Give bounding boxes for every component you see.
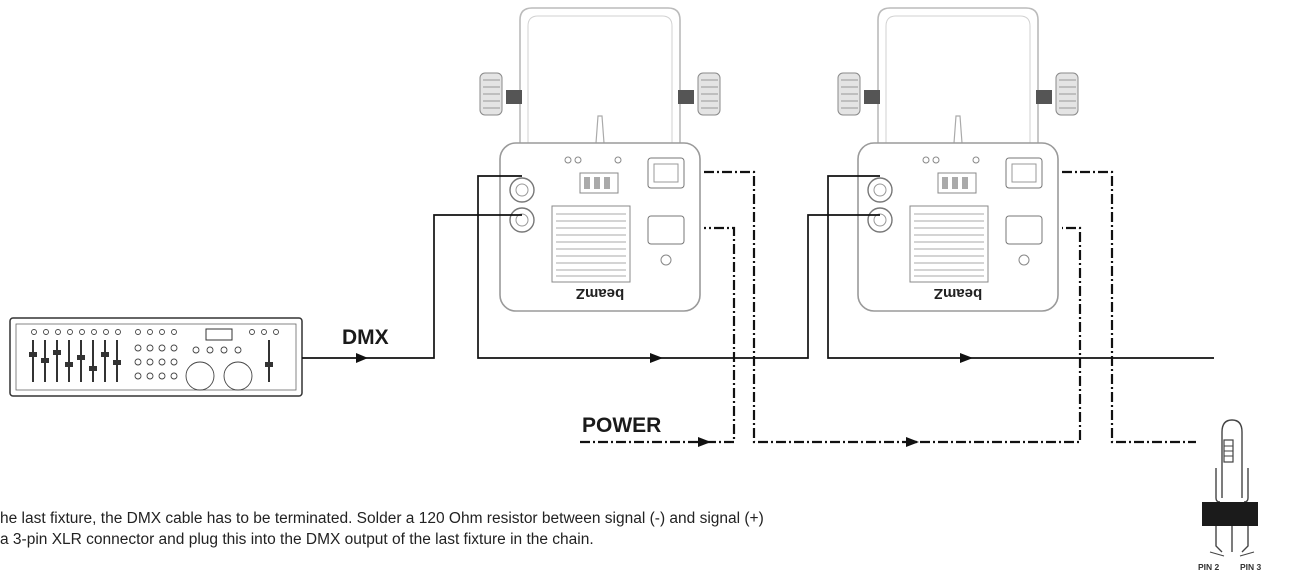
dmx-controller <box>9 317 303 397</box>
fixture-1-brand-logo: beamZ <box>576 285 624 302</box>
pin-2-label: PIN 2 <box>1198 562 1220 572</box>
power-arrows <box>698 437 919 447</box>
dmx-label: DMX <box>342 326 389 349</box>
termination-note-line-1: he last fixture, the DMX cable has to be… <box>0 510 764 527</box>
power-label: POWER <box>582 414 662 437</box>
pin-3-label: PIN 3 <box>1240 562 1262 572</box>
fixture-2 <box>837 7 1079 312</box>
xlr-terminator-plug <box>1201 419 1259 557</box>
termination-note-line-2: a 3-pin XLR connector and plug this into… <box>0 531 594 548</box>
dmx-cable <box>302 175 1214 359</box>
fixture-2-brand-logo: beamZ <box>934 285 982 302</box>
dmx-arrows <box>356 353 973 363</box>
fixture-1 <box>479 7 721 312</box>
